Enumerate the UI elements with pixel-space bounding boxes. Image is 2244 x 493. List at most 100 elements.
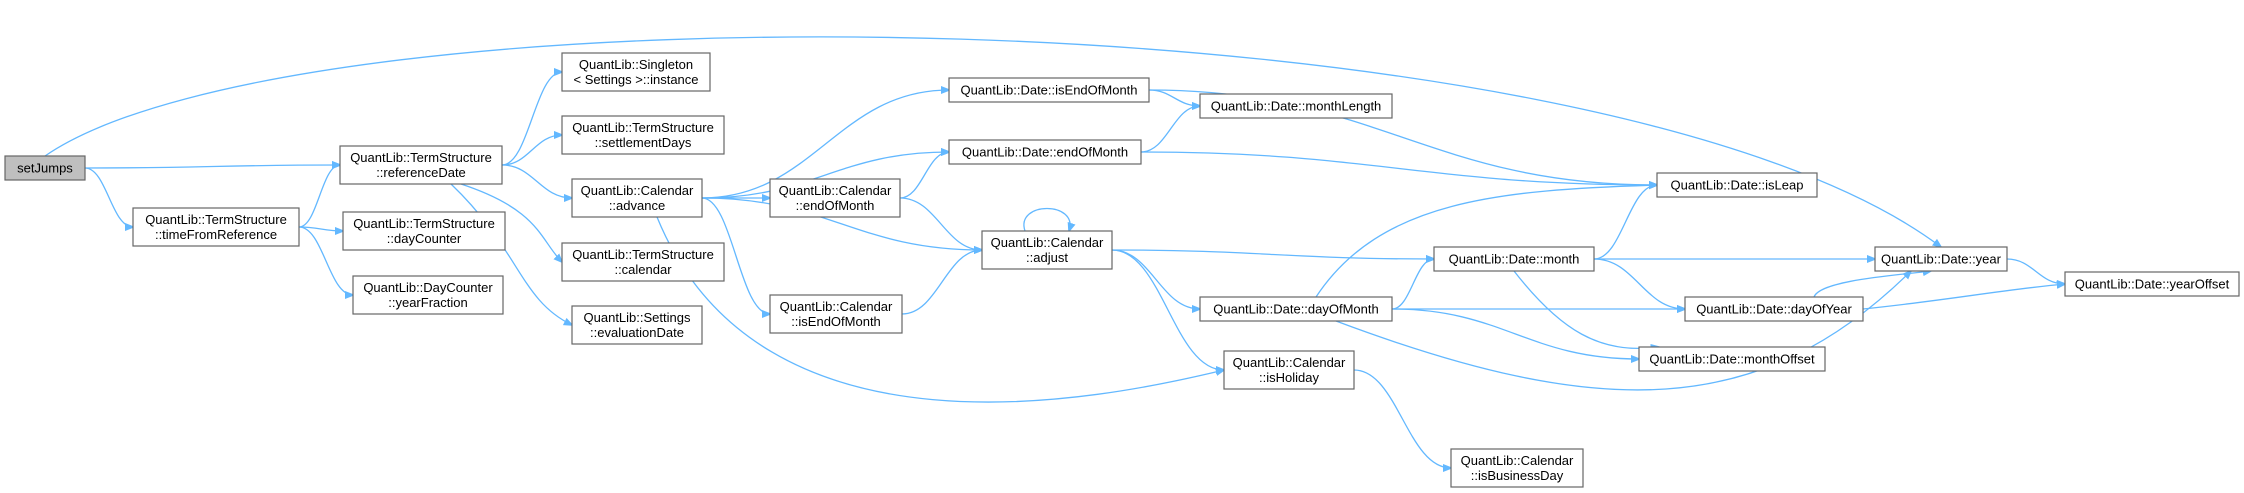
node-cal-adv[interactable]: QuantLib::Calendar::advance — [571, 178, 703, 218]
edge-date-dom-to-date-mo — [1391, 308, 1639, 359]
node-date-year[interactable]: QuantLib::Date::year — [1874, 246, 2008, 272]
edge-ts-ref-to-settings-eval — [450, 183, 572, 325]
node-label: ::calendar — [614, 262, 672, 277]
edge-date-doy-to-date-yo — [1862, 284, 2065, 310]
node-label: QuantLib::TermStructure — [350, 150, 492, 165]
node-box — [561, 52, 711, 92]
node-label: QuantLib::TermStructure — [145, 212, 287, 227]
node-label: QuantLib::Calendar — [779, 183, 892, 198]
edge-date-dom-to-date-isleap — [1315, 185, 1657, 298]
edge-ts-ref-to-ts-cal — [460, 183, 562, 262]
node-date-month[interactable]: QuantLib::Date::month — [1433, 246, 1595, 272]
node-ts-settle[interactable]: QuantLib::TermStructure::settlementDays — [561, 115, 725, 155]
node-box — [339, 145, 503, 185]
node-date-eom[interactable]: QuantLib::Date::endOfMonth — [948, 139, 1142, 165]
node-cal-iseom[interactable]: QuantLib::Calendar::isEndOfMonth — [769, 294, 903, 334]
node-label: QuantLib::TermStructure — [572, 247, 714, 262]
node-label: ::adjust — [1026, 250, 1068, 265]
node-label: QuantLib::Date::isLeap — [1671, 178, 1804, 193]
node-date-iseom[interactable]: QuantLib::Date::isEndOfMonth — [948, 77, 1150, 103]
edge-ts-tfr-to-ts-ref — [298, 165, 340, 228]
node-date-dom[interactable]: QuantLib::Date::dayOfMonth — [1199, 296, 1393, 322]
edge-cal-hol-to-cal-bd — [1353, 369, 1451, 468]
edge-cal-adv-to-cal-adj — [701, 197, 982, 250]
node-date-yo[interactable]: QuantLib::Date::yearOffset — [2064, 271, 2240, 297]
node-label: QuantLib::Date::monthLength — [1211, 99, 1382, 114]
node-ts-dc[interactable]: QuantLib::TermStructure::dayCounter — [342, 211, 506, 251]
edge-date-eom-to-date-ml — [1140, 106, 1200, 153]
node-box — [948, 139, 1142, 165]
node-settings-eval[interactable]: QuantLib::Settings::evaluationDate — [571, 305, 703, 345]
node-label: QuantLib::Date::isEndOfMonth — [960, 83, 1137, 98]
node-label: ::evaluationDate — [590, 325, 684, 340]
node-label: QuantLib::TermStructure — [572, 120, 714, 135]
node-box — [981, 230, 1113, 270]
node-label: QuantLib::Date::yearOffset — [2075, 277, 2230, 292]
edge-setJumps-to-date-year — [44, 36, 1941, 247]
node-box — [561, 115, 725, 155]
node-date-isleap[interactable]: QuantLib::Date::isLeap — [1656, 172, 1818, 198]
node-box — [1199, 93, 1393, 119]
node-date-mo[interactable]: QuantLib::Date::monthOffset — [1638, 346, 1826, 372]
edge-date-month-to-date-isleap — [1593, 185, 1657, 260]
edge-cal-adv-to-date-eom — [701, 152, 949, 199]
node-cal-adj[interactable]: QuantLib::Calendar::adjust — [981, 230, 1113, 270]
node-box — [4, 155, 86, 181]
node-box — [1433, 246, 1595, 272]
node-box — [1199, 296, 1393, 322]
node-label: ::isHoliday — [1259, 370, 1319, 385]
node-label: QuantLib::Calendar — [1461, 453, 1574, 468]
node-box — [948, 77, 1150, 103]
node-cal-bd[interactable]: QuantLib::Calendar::isBusinessDay — [1450, 448, 1584, 488]
node-date-ml[interactable]: QuantLib::Date::monthLength — [1199, 93, 1393, 119]
edge-cal-eom-to-cal-adj — [899, 197, 982, 250]
node-box — [1223, 350, 1355, 390]
node-dc-yf[interactable]: QuantLib::DayCounter::yearFraction — [352, 275, 504, 315]
edge-cal-iseom-to-cal-adj — [901, 250, 982, 315]
edge-cal-adv-to-cal-hol — [656, 216, 1224, 403]
edge-cal-eom-to-date-eom — [899, 152, 949, 199]
node-label: QuantLib::DayCounter — [363, 280, 493, 295]
node-label: QuantLib::Date::dayOfYear — [1696, 302, 1852, 317]
edge-cal-adv-to-date-iseom — [701, 90, 949, 199]
node-label: ::endOfMonth — [796, 198, 875, 213]
node-label: QuantLib::Calendar — [1233, 355, 1346, 370]
edge-cal-adj-to-cal-hol — [1111, 249, 1224, 370]
node-box — [571, 178, 703, 218]
node-label: ::yearFraction — [388, 295, 467, 310]
node-label: ::settlementDays — [595, 135, 692, 150]
node-cal-hol[interactable]: QuantLib::Calendar::isHoliday — [1223, 350, 1355, 390]
nodes-layer: setJumpsQuantLib::TermStructure::referen… — [4, 52, 2240, 488]
node-singleton[interactable]: QuantLib::Singleton< Settings >::instanc… — [561, 52, 711, 92]
edges-layer — [44, 36, 2065, 468]
node-label: QuantLib::TermStructure — [353, 216, 495, 231]
node-label: QuantLib::Date::year — [1881, 252, 2002, 267]
node-setJumps[interactable]: setJumps — [4, 155, 86, 181]
node-label: ::isEndOfMonth — [791, 314, 881, 329]
node-box — [1684, 296, 1864, 322]
node-box — [1874, 246, 2008, 272]
edge-ts-ref-to-singleton — [501, 72, 562, 166]
node-label: ::timeFromReference — [155, 227, 277, 242]
node-box — [1450, 448, 1584, 488]
node-label: QuantLib::Calendar — [780, 299, 893, 314]
edge-ts-tfr-to-ts-dc — [298, 226, 343, 231]
node-box — [132, 207, 300, 247]
node-cal-eom[interactable]: QuantLib::Calendar::endOfMonth — [769, 178, 901, 218]
edge-cal-adv-to-cal-iseom — [701, 197, 770, 314]
edge-date-doy-to-date-year — [1813, 271, 1931, 298]
node-box — [1638, 346, 1826, 372]
node-ts-cal[interactable]: QuantLib::TermStructure::calendar — [561, 242, 725, 282]
node-label: QuantLib::Date::dayOfMonth — [1213, 302, 1378, 317]
node-label: ::isBusinessDay — [1471, 468, 1564, 483]
node-box — [2064, 271, 2240, 297]
node-label: ::referenceDate — [376, 165, 466, 180]
edge-date-iseom-to-date-ml — [1148, 89, 1200, 106]
node-ts-tfr[interactable]: QuantLib::TermStructure::timeFromReferen… — [132, 207, 300, 247]
node-date-doy[interactable]: QuantLib::Date::dayOfYear — [1684, 296, 1864, 322]
node-ts-ref[interactable]: QuantLib::TermStructure::referenceDate — [339, 145, 503, 185]
edge-ts-ref-to-cal-adv — [501, 164, 572, 198]
edge-ts-ref-to-ts-settle — [501, 135, 562, 166]
node-label: setJumps — [17, 161, 73, 176]
